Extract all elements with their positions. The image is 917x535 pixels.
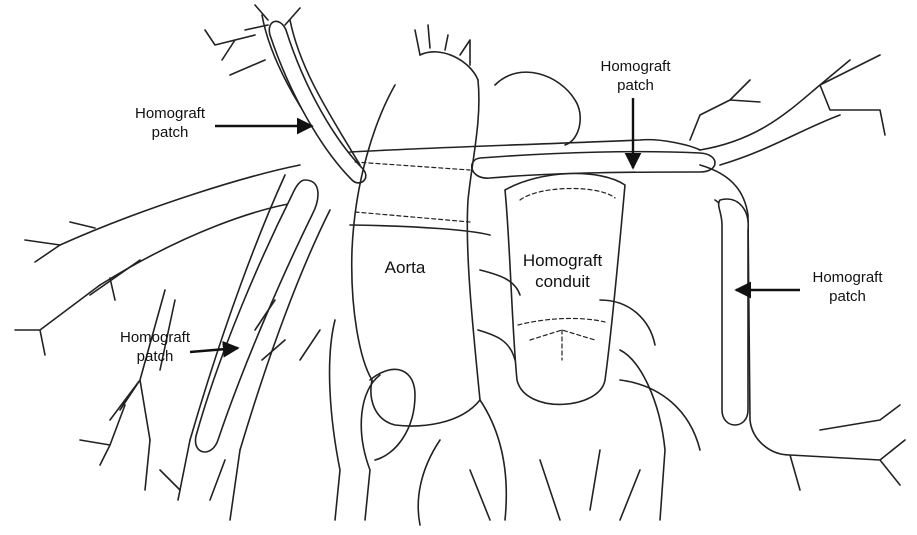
label-line: Homograft bbox=[120, 104, 220, 123]
upper-left-patch bbox=[269, 21, 366, 183]
heart-lower bbox=[300, 270, 700, 525]
label-line: patch bbox=[583, 76, 688, 95]
label-line: patch bbox=[105, 347, 205, 366]
pulmonary-dome bbox=[495, 72, 580, 145]
lower-left-patch bbox=[195, 180, 317, 452]
label-patch-upper-left: Homograft patch bbox=[120, 104, 220, 142]
label-aorta: Aorta bbox=[370, 257, 440, 278]
label-line: Homograft bbox=[505, 250, 620, 271]
label-line: Homograft bbox=[795, 268, 900, 287]
label-patch-lower-left: Homograft patch bbox=[105, 328, 205, 366]
right-patch bbox=[719, 199, 749, 425]
label-conduit: Homograft conduit bbox=[505, 250, 620, 292]
label-line: patch bbox=[795, 287, 900, 306]
label-patch-right: Homograft patch bbox=[795, 268, 900, 306]
label-patch-top: Homograft patch bbox=[583, 57, 688, 95]
label-line: patch bbox=[120, 123, 220, 142]
label-line: Homograft bbox=[583, 57, 688, 76]
label-line: conduit bbox=[505, 271, 620, 292]
label-line: Homograft bbox=[105, 328, 205, 347]
